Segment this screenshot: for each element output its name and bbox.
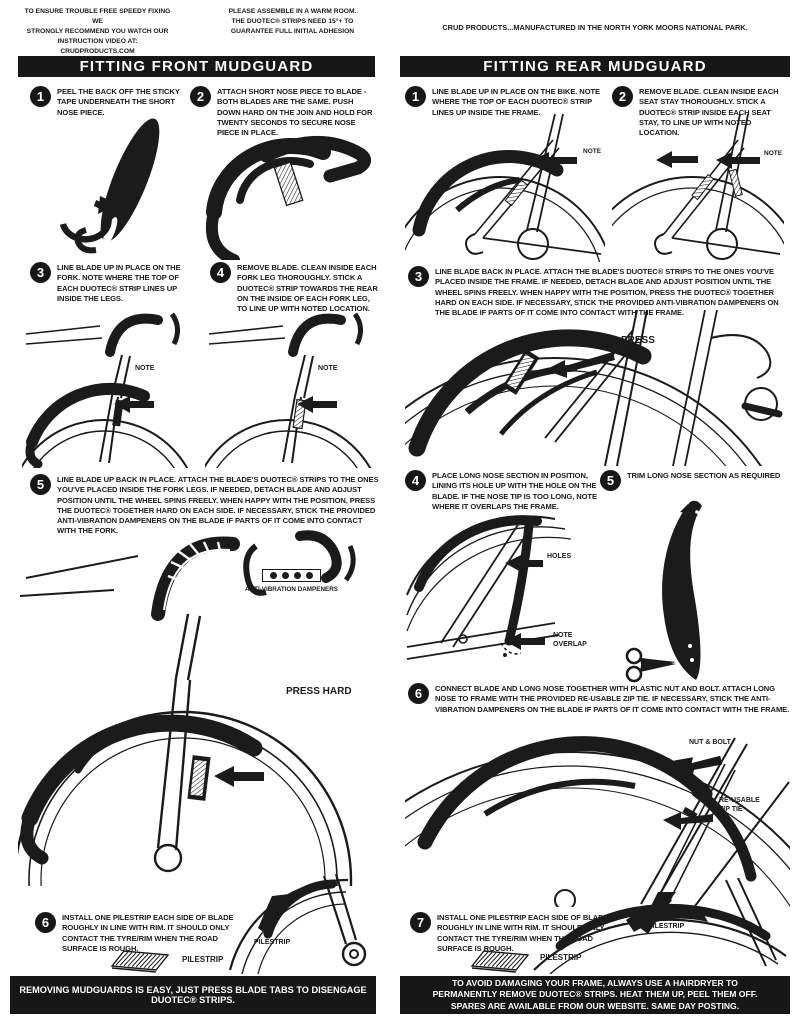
rear-nut-bolt-illustration: NUT & BOLT RE-USABLE ZIP TIE bbox=[405, 722, 790, 907]
front-blade-peel-illustration bbox=[18, 112, 373, 260]
note-label: NOTE bbox=[318, 365, 338, 372]
front-step-3: 3 LINE BLADE UP IN PLACE ON THE FORK. NO… bbox=[30, 262, 198, 304]
step-number: 4 bbox=[405, 470, 426, 491]
rear-pilestrip-closeup-illustration: PILESTRIP bbox=[530, 878, 790, 974]
holes-label: HOLES bbox=[547, 553, 572, 560]
press-hard-label: PRESS HARD bbox=[286, 686, 352, 697]
step-number: 7 bbox=[410, 912, 431, 933]
nut-bolt-label: NUT & BOLT bbox=[689, 739, 731, 746]
step-text: INSTALL ONE PILESTRIP EACH SIDE OF BLADE… bbox=[62, 913, 234, 953]
pilestrip-icon bbox=[468, 946, 534, 974]
step-text: ATTACH SHORT NOSE PIECE TO BLADE - BOTH … bbox=[217, 87, 373, 137]
dampener-dots-box bbox=[261, 569, 321, 582]
dampener-dot bbox=[269, 572, 277, 579]
rear-footer-line: TO AVOID DAMAGING YOUR FRAME, ALWAYS USE… bbox=[452, 977, 738, 988]
rear-fit-illustration: PRESS HARD bbox=[405, 308, 790, 466]
rear-step-3: 3 LINE BLADE BACK IN PLACE. ATTACH THE B… bbox=[408, 266, 790, 318]
step-number: 2 bbox=[190, 86, 211, 107]
step-number: 2 bbox=[612, 86, 633, 107]
rear-frame-note-illustration: NOTE bbox=[405, 112, 605, 262]
pilestrip-icon bbox=[108, 946, 174, 974]
pilestrip-label: PILESTRIP bbox=[254, 939, 291, 946]
note-label: NOTE bbox=[764, 150, 783, 157]
scissors-icon bbox=[625, 647, 676, 683]
pilestrip-label: PILESTRIP bbox=[648, 923, 685, 930]
rear-step-6: 6 CONNECT BLADE AND LONG NOSE TOGETHER W… bbox=[408, 683, 790, 715]
zip-tie-label: RE-USABLE ZIP TIE bbox=[719, 797, 760, 814]
dampener-dot bbox=[281, 572, 289, 579]
dampener-dot bbox=[293, 572, 301, 579]
anti-vibration-dampeners: ANTI-VIBRATION DAMPENERS bbox=[245, 566, 338, 593]
top-note-line: THE DUOTEC® STRIPS NEED 15°+ TO bbox=[231, 18, 354, 26]
note-overlap-label: NOTE OVERLAP bbox=[553, 632, 587, 649]
step-text: TRIM LONG NOSE SECTION AS REQUIRED bbox=[627, 471, 781, 480]
anti-vibration-label: ANTI-VIBRATION DAMPENERS bbox=[245, 586, 338, 593]
front-step-6: 6 INSTALL ONE PILESTRIP EACH SIDE OF BLA… bbox=[35, 912, 245, 954]
top-note-line: TO ENSURE TROUBLE FREE SPEEDY FIXING WE bbox=[24, 8, 171, 26]
rear-footer-line: PERMANENTLY REMOVE DUOTEC® STRIPS. HEAT … bbox=[432, 989, 758, 1000]
front-step-1: 1 PEEL THE BACK OFF THE STICKY TAPE UNDE… bbox=[30, 86, 188, 118]
front-mudguard-title: FITTING FRONT MUDGUARD bbox=[18, 56, 375, 77]
note-label: NOTE bbox=[583, 148, 602, 155]
rear-mudguard-title: FITTING REAR MUDGUARD bbox=[400, 56, 790, 77]
front-fit-illustration: PRESS HARD bbox=[18, 518, 378, 886]
step-text: LINE BLADE BACK IN PLACE. ATTACH THE BLA… bbox=[435, 267, 779, 317]
rear-footer-line: SPARES ARE AVAILABLE FROM OUR WEBSITE. S… bbox=[450, 1000, 740, 1011]
front-footer-band: REMOVING MUDGUARDS IS EASY, JUST PRESS B… bbox=[10, 976, 376, 1014]
front-step-2: 2 ATTACH SHORT NOSE PIECE TO BLADE - BOT… bbox=[190, 86, 378, 138]
step-number: 3 bbox=[408, 266, 429, 287]
step-number: 1 bbox=[30, 86, 51, 107]
step-text: LINE BLADE UP IN PLACE ON THE BIKE. NOTE… bbox=[432, 87, 600, 117]
rear-step-2: 2 REMOVE BLADE. CLEAN INSIDE EACH SEAT S… bbox=[612, 86, 792, 138]
top-note-crud-products: CRUD PRODUCTS...MANUFACTURED IN THE NORT… bbox=[442, 23, 748, 32]
step-number: 4 bbox=[210, 262, 231, 283]
step-number: 1 bbox=[405, 86, 426, 107]
front-step-4: 4 REMOVE BLADE. CLEAN INSIDE EACH FORK L… bbox=[210, 262, 378, 314]
rear-step-4: 4 PLACE LONG NOSE SECTION IN POSITION, L… bbox=[405, 470, 597, 512]
rear-footer-band: TO AVOID DAMAGING YOUR FRAME, ALWAYS USE… bbox=[400, 976, 790, 1014]
step-text: PEEL THE BACK OFF THE STICKY TAPE UNDERN… bbox=[57, 87, 180, 117]
dampener-dot bbox=[305, 572, 313, 579]
top-note-line: PLEASE ASSEMBLE IN A WARM ROOM. bbox=[228, 8, 357, 15]
step-number: 6 bbox=[35, 912, 56, 933]
step-text: REMOVE BLADE. CLEAN INSIDE EACH SEAT STA… bbox=[639, 87, 779, 137]
step-text: CONNECT BLADE AND LONG NOSE TOGETHER WIT… bbox=[435, 684, 790, 714]
step-text: PLACE LONG NOSE SECTION IN POSITION, LIN… bbox=[432, 471, 597, 511]
note-label: NOTE bbox=[135, 365, 155, 372]
top-note-video: TO ENSURE TROUBLE FREE SPEEDY FIXING WE … bbox=[20, 7, 175, 57]
pilestrip-label: PILESTRIP bbox=[182, 955, 224, 964]
top-note-line: STRONGLY RECOMMEND YOU WATCH OUR bbox=[26, 28, 169, 36]
step-text: LINE BLADE UP IN PLACE ON THE FORK. NOTE… bbox=[57, 263, 181, 303]
step-number: 6 bbox=[408, 683, 429, 704]
top-note-warm-room: PLEASE ASSEMBLE IN A WARM ROOM. THE DUOT… bbox=[210, 7, 375, 37]
step-text: REMOVE BLADE. CLEAN INSIDE EACH FORK LEG… bbox=[237, 263, 378, 313]
top-note-line: GUARANTEE FULL INITIAL ADHESION bbox=[230, 28, 355, 36]
press-hard-label: PRESS HARD bbox=[621, 335, 655, 359]
rear-step-7: 7 INSTALL ONE PILESTRIP EACH SIDE OF BLA… bbox=[410, 912, 618, 954]
step-text: LINE BLADE UP BACK IN PLACE. ATTACH THE … bbox=[57, 475, 379, 536]
pilestrip-label: PILESTRIP bbox=[540, 953, 582, 962]
front-pilestrip-closeup-illustration: PILESTRIP bbox=[228, 874, 376, 976]
rear-long-nose-position-illustration: HOLES NOTE OVERLAP bbox=[405, 515, 600, 675]
front-fork-clean-illustration: NOTE bbox=[205, 300, 373, 468]
front-footer-text: REMOVING MUDGUARDS IS EASY, JUST PRESS B… bbox=[19, 985, 367, 1005]
front-fork-note-illustration: NOTE bbox=[22, 300, 190, 468]
step-number: 5 bbox=[600, 470, 621, 491]
rear-step-1: 1 LINE BLADE UP IN PLACE ON THE BIKE. NO… bbox=[405, 86, 603, 118]
top-note-line: INSTRUCTION VIDEO AT: CRUDPRODUCTS.COM bbox=[57, 38, 138, 56]
step-number: 5 bbox=[30, 474, 51, 495]
rear-frame-clean-illustration: NOTE bbox=[612, 112, 784, 262]
rear-step-5: 5 TRIM LONG NOSE SECTION AS REQUIRED bbox=[600, 470, 792, 491]
step-text: INSTALL ONE PILESTRIP EACH SIDE OF BLADE… bbox=[437, 913, 609, 953]
long-nose-trim-illustration bbox=[618, 498, 748, 688]
step-number: 3 bbox=[30, 262, 51, 283]
front-step-5: 5 LINE BLADE UP BACK IN PLACE. ATTACH TH… bbox=[30, 474, 380, 537]
